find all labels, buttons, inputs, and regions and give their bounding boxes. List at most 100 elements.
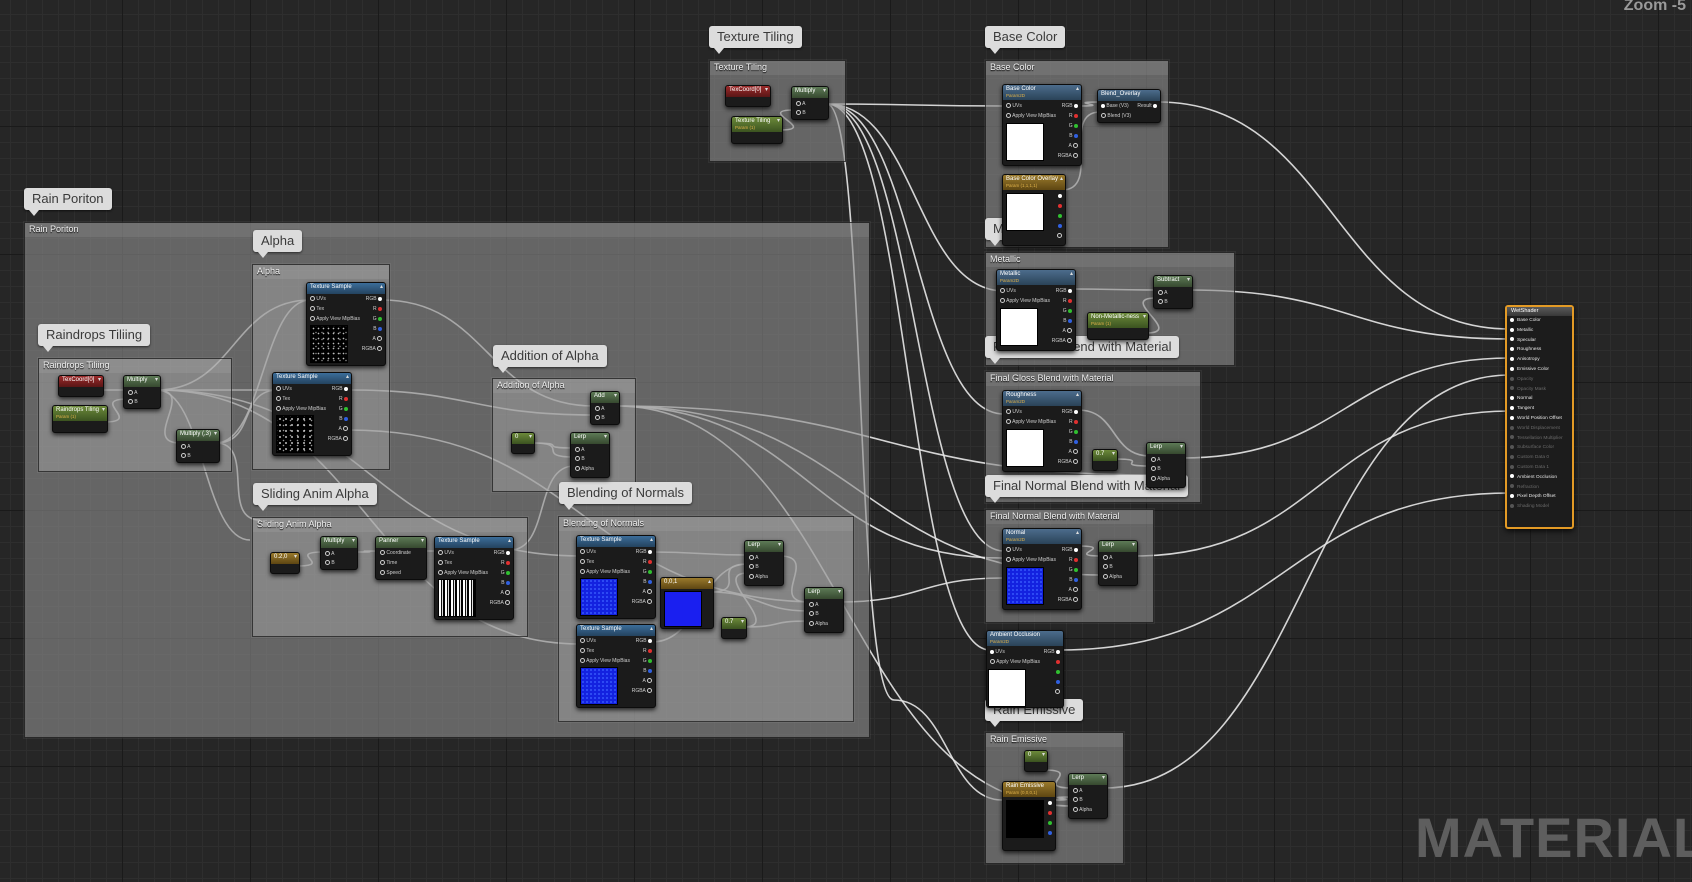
material-input-row[interactable]: Subsurface Color [1507,443,1572,453]
pin-dot-icon[interactable] [1510,327,1514,332]
material-input-row[interactable]: Base Color [1507,316,1572,326]
pin-dot-icon[interactable] [1510,464,1514,469]
pin-a-out[interactable]: A [1063,328,1072,334]
material-input-row[interactable]: Normal [1507,394,1572,404]
chevron-up-icon[interactable]: ▴ [707,579,711,585]
pin-apply-view-mip[interactable]: Apply View MipBias [438,570,488,576]
pin-a[interactable]: A [749,555,758,561]
connection-wire[interactable] [826,103,1005,107]
chevron-down-icon[interactable]: ▾ [1111,451,1115,457]
pin-apply-view-mip[interactable]: Apply View MipBias [310,316,360,322]
comment-rain-portion[interactable]: Rain Poriton [24,222,870,738]
chevron-down-icon[interactable]: ▾ [822,88,826,94]
pin-b[interactable]: B [809,611,819,617]
pin-rgb[interactable]: RGB [636,549,652,555]
pin-rgb[interactable]: RGB [1044,649,1060,655]
pin-uvs[interactable]: UVs [276,386,292,392]
chevron-up-icon[interactable]: ▴ [649,537,653,543]
pin-g[interactable]: G [339,406,348,412]
node-constant-0[interactable]: 0▾ [511,432,535,454]
chevron-down-icon[interactable]: ▾ [420,538,424,544]
pin-tex[interactable]: Tex [580,559,594,565]
pin-a[interactable]: A [128,390,137,396]
pin-dot-icon[interactable] [1510,425,1514,430]
pin-dot-icon[interactable] [1510,405,1514,410]
chevron-down-icon[interactable]: ▾ [97,377,101,383]
pin-rgba[interactable]: RGBA [1058,597,1078,603]
pin-dot-icon[interactable] [1510,435,1514,440]
material-input-row[interactable]: Specular [1507,336,1572,346]
pin-a[interactable]: A [796,101,805,107]
node-constant-emissive-zero[interactable]: 0▾ [1024,750,1048,772]
pin-apply-view-mip[interactable]: Apply View MipBias [276,406,326,412]
chevron-up-icon[interactable]: ▴ [345,374,349,380]
bubble-final-normal[interactable]: Final Normal Blend with Material [985,475,1189,503]
node-texture-sample-alpha-2[interactable]: Texture Sample▴ UVs Tex Apply View MipBi… [272,372,352,456]
pin-coordinate[interactable]: Coordinate [380,550,411,556]
chevron-down-icon[interactable]: ▾ [764,87,768,93]
pin-uvs[interactable]: UVs [1006,409,1022,415]
chevron-down-icon[interactable]: ▾ [1041,752,1045,758]
pin-a-out[interactable]: A [1069,449,1078,455]
chevron-down-icon[interactable]: ▾ [613,393,617,399]
pin-a[interactable]: A [181,444,190,450]
pin-a-out[interactable]: A [339,426,348,432]
chevron-up-icon[interactable]: ▴ [1059,176,1063,182]
bubble-rain-portion[interactable]: Rain Poriton [24,188,112,216]
pin-time[interactable]: Time [380,560,397,566]
pin-rgb[interactable]: RGB [1062,547,1078,553]
chevron-down-icon[interactable]: ▾ [777,542,781,548]
pin-dot-icon[interactable] [1510,386,1514,391]
material-input-row[interactable]: Opacity [1507,375,1572,385]
pin-b-out[interactable]: B [1063,318,1072,324]
node-constant-flat-normal[interactable]: 0,0,1▴ [660,577,714,629]
node-texcoord-main[interactable]: TexCoord[0]▾ [725,85,771,107]
bubble-sliding-anim-alpha[interactable]: Sliding Anim Alpha [253,483,377,511]
pin-dot-icon[interactable] [1510,396,1514,401]
pin-tex[interactable]: Tex [438,560,452,566]
connection-wire[interactable] [1181,357,1511,459]
pin-b-out[interactable] [1056,679,1060,685]
pin-rgb[interactable] [1048,800,1052,806]
pin-rgb[interactable]: RGB [332,386,348,392]
pin-a-out[interactable]: A [643,589,652,595]
pin-rgb[interactable]: RGB [636,638,652,644]
pin-alpha[interactable]: Alpha [1073,807,1092,813]
pin-rgba[interactable]: RGBA [362,346,382,352]
pin-b-out[interactable]: B [373,326,382,332]
pin-g[interactable] [1048,820,1052,826]
chevron-down-icon[interactable]: ▾ [154,377,158,383]
node-texcoord-raindrops[interactable]: TexCoord[0]▾ [58,375,104,397]
chevron-up-icon[interactable]: ▴ [649,626,653,632]
pin-b-out[interactable]: B [1069,133,1078,139]
node-lerp-emissive[interactable]: Lerp▾ A B Alpha [1068,773,1108,819]
pin-b[interactable]: B [796,110,806,116]
node-add[interactable]: Add▾ A B [590,391,620,425]
bubble-raindrops-tiling[interactable]: Raindrops Tiliing [38,324,151,352]
pin-r[interactable]: R [643,559,652,565]
pin-rgba[interactable]: RGBA [632,599,652,605]
chevron-down-icon[interactable]: ▾ [528,434,532,440]
pin-rgba[interactable]: RGBA [1052,338,1072,344]
chevron-down-icon[interactable]: ▾ [293,554,297,560]
pin-g[interactable]: G [1069,123,1078,129]
pin-b-out[interactable] [1048,830,1052,836]
bubble-addition-of-alpha[interactable]: Addition of Alpha [493,345,607,373]
pin-a-out[interactable]: A [1069,587,1078,593]
material-input-row[interactable]: Refraction [1507,483,1572,493]
chevron-down-icon[interactable]: ▾ [101,407,105,413]
pin-b-out[interactable]: B [643,579,652,585]
pin-r[interactable]: R [643,648,652,654]
pin-g[interactable]: G [1069,429,1078,435]
pin-r[interactable]: R [1063,298,1072,304]
pin-dot-icon[interactable] [1510,484,1514,489]
chevron-down-icon[interactable]: ▾ [837,589,841,595]
pin-uvs[interactable]: UVs [990,649,1005,655]
pin-b[interactable]: B [1103,564,1113,570]
material-input-row[interactable]: Tessellation Multiplier [1507,434,1572,444]
chevron-up-icon[interactable]: ▴ [1069,271,1073,277]
